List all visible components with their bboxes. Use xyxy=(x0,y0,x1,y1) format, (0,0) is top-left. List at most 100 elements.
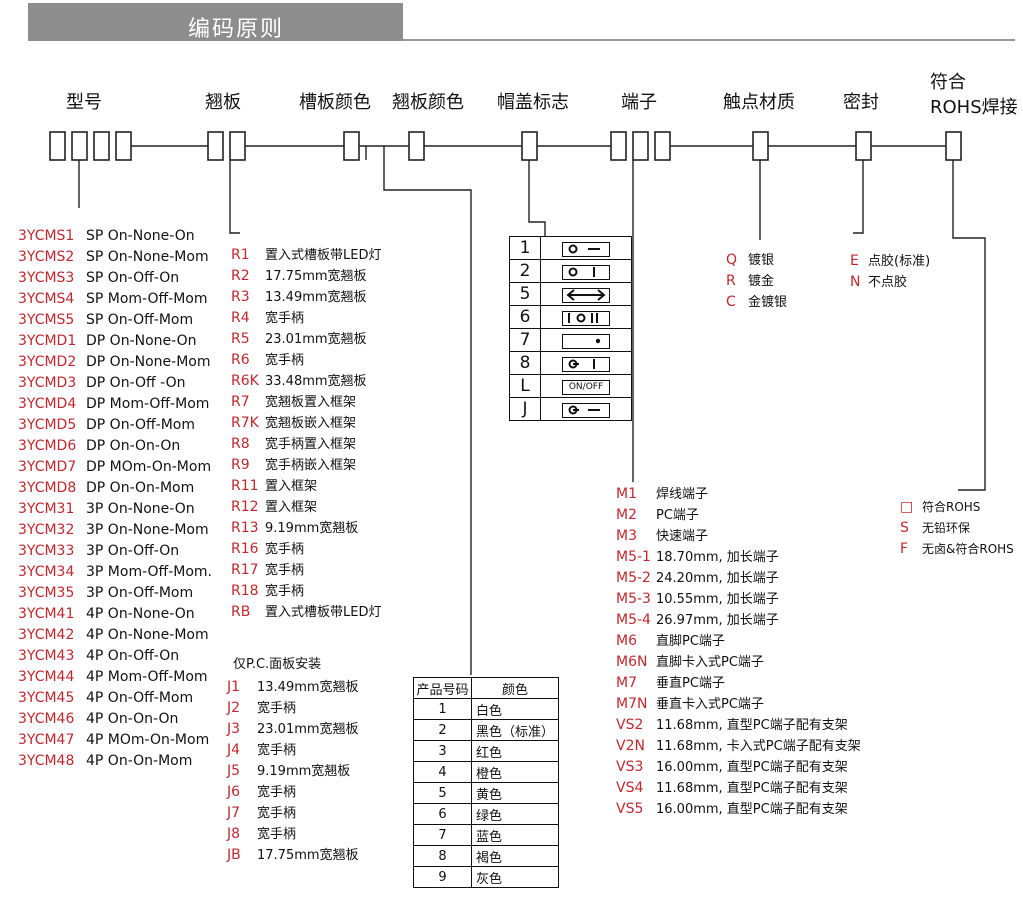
model-desc: DP On-On-Mom xyxy=(86,480,195,496)
panel-mount-note: 仅P.C.面板安装 xyxy=(233,657,322,672)
model-code: 3YCMS3 xyxy=(18,270,75,286)
model-code: 3YCM42 xyxy=(18,627,75,643)
model-code: 3YCM45 xyxy=(18,690,75,706)
model-desc: SP On-Off-Mom xyxy=(86,312,194,328)
model-desc: SP On-Off-On xyxy=(86,270,180,286)
contact-code: R xyxy=(726,273,736,289)
model-code: 3YCM31 xyxy=(18,501,75,517)
model-row: 3YCMS3 SP On-Off-On xyxy=(18,268,212,289)
header-rohs-line1: 符合 xyxy=(930,72,966,93)
color-code: 1 xyxy=(413,698,472,720)
panel-paddle-code: J1 xyxy=(227,679,241,695)
panel-paddle-desc: 17.75mm宽翘板 xyxy=(257,848,359,863)
terminal-code: M2 xyxy=(616,507,637,523)
model-desc: DP MOm-On-Mom xyxy=(86,459,212,475)
model-desc: DP On-Off -On xyxy=(86,375,186,391)
terminal-code: VS4 xyxy=(616,780,644,796)
model-desc: SP On-None-On xyxy=(86,228,195,244)
model-code: 3YCMD2 xyxy=(18,354,77,370)
model-desc: DP On-None-Mom xyxy=(86,354,211,370)
seal-code: N xyxy=(850,274,861,290)
rohs-row: □符合ROHS xyxy=(900,497,1014,518)
terminal-code: M7 xyxy=(616,675,637,691)
model-code: 3YCMD3 xyxy=(18,375,77,391)
model-row: 3YCMD3 DP On-Off -On xyxy=(18,373,212,394)
model-desc: 4P Mom-Off-Mom xyxy=(86,669,208,685)
header-contact-material: 触点材质 xyxy=(723,92,795,113)
paddle-code: R6 xyxy=(231,352,250,368)
color-code: 2 xyxy=(413,719,472,741)
paddle-color-box xyxy=(408,131,425,161)
cap-mark-code: 5 xyxy=(509,282,541,306)
model-code: 3YCMS2 xyxy=(18,249,75,265)
paddle-desc: 宽手柄置入框架 xyxy=(265,437,357,452)
cap-mark-code: 8 xyxy=(509,351,541,375)
terminal-code: M3 xyxy=(616,528,637,544)
terminal-desc: 11.68mm, 直型PC端子配有支架 xyxy=(656,781,848,796)
model-desc: 3P On-Off-Mom xyxy=(86,585,194,601)
rohs-desc: 无铅环保 xyxy=(922,521,971,535)
panel-paddle-desc: 宽手柄 xyxy=(257,827,297,842)
model-code: 3YCM47 xyxy=(18,732,75,748)
cap-mark-code: 2 xyxy=(509,259,541,283)
paddle-box-1 xyxy=(207,131,224,161)
paddle-code: R11 xyxy=(231,478,259,494)
paddle-code: RB xyxy=(231,604,251,620)
cap-mark-code: J xyxy=(509,397,541,421)
model-code: 3YCM48 xyxy=(18,753,75,769)
terminal-code: M5-1 xyxy=(616,549,651,565)
paddle-desc: 置入式槽板带LED灯 xyxy=(265,605,382,620)
panel-paddle-code: J7 xyxy=(227,805,241,821)
terminal-desc: 11.68mm, 卡入式PC端子配有支架 xyxy=(656,739,861,754)
terminal-row: M3 快速端子 xyxy=(616,526,861,547)
cap-mark-code: 7 xyxy=(509,328,541,352)
color-table-header-color: 颜色 xyxy=(471,677,559,699)
terminal-desc: 快速端子 xyxy=(656,529,709,544)
model-code: 3YCM44 xyxy=(18,669,75,685)
paddle-code: R13 xyxy=(231,520,259,536)
terminal-desc: 垂直PC端子 xyxy=(656,676,725,691)
model-code: 3YCM43 xyxy=(18,648,75,664)
paddle-code: R17 xyxy=(231,562,259,578)
terminal-desc: 焊线端子 xyxy=(656,487,709,502)
paddle-code: R2 xyxy=(231,268,250,284)
terminal-desc: 直脚PC端子 xyxy=(656,634,725,649)
panel-paddle-code: J4 xyxy=(227,742,241,758)
model-desc: 4P On-None-On xyxy=(86,606,195,622)
cap-symbol-on-off-text-icon: ON/OFF xyxy=(562,379,610,395)
rohs-code: F xyxy=(900,541,909,557)
terminal-desc: 16.00mm, 直型PC端子配有支架 xyxy=(656,802,848,817)
model-desc: DP On-Off-Mom xyxy=(86,417,196,433)
cap-mark-row: J xyxy=(509,397,632,421)
terminal-code: M5-3 xyxy=(616,591,651,607)
terminal-desc: 24.20mm, 加长端子 xyxy=(656,571,779,586)
panel-paddle-code: J8 xyxy=(227,826,241,842)
color-code: 3 xyxy=(413,740,472,762)
model-code: 3YCMD7 xyxy=(18,459,77,475)
